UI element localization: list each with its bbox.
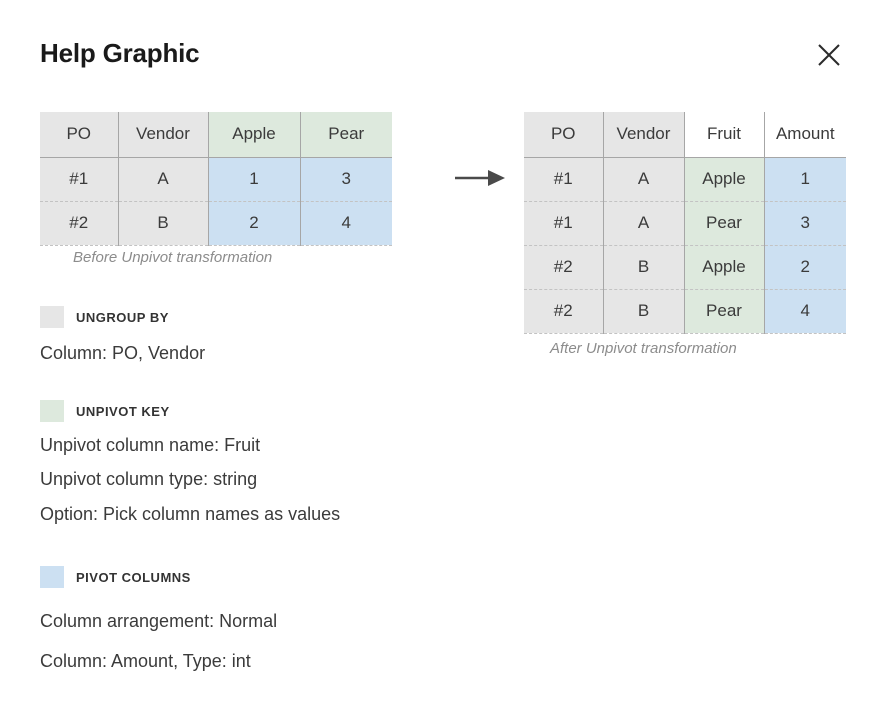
table-header-row: PO Vendor Apple Pear — [40, 112, 392, 158]
column-header-po: PO — [524, 112, 604, 158]
column-header-vendor: Vendor — [603, 112, 685, 158]
cell-po: #1 — [524, 157, 604, 201]
column-header-apple: Apple — [208, 112, 301, 158]
cell-amount: 3 — [764, 200, 846, 245]
cell-pear: 4 — [300, 200, 392, 246]
legend-ungroup-by: UNGROUP BY — [40, 306, 169, 328]
cell-amount: 1 — [764, 157, 846, 201]
cell-fruit: Pear — [684, 288, 765, 334]
unpivot-key-detail-1: Unpivot column name: Fruit — [40, 435, 261, 455]
column-header-pear: Pear — [300, 112, 392, 158]
cell-amount: 4 — [764, 288, 846, 334]
unpivot-key-detail-2: Unpivot column type: string — [40, 469, 258, 489]
table-row: #1 A Apple 1 — [524, 157, 846, 201]
after-unpivot-table: PO Vendor Fruit Amount #1 A Apple 1 #1 A… — [524, 112, 846, 334]
pivot-columns-detail-1: Column arrangement: Normal — [40, 611, 278, 631]
before-unpivot-table: PO Vendor Apple Pear #1 A 1 3 #2 B 2 4 — [40, 112, 392, 246]
cell-pear: 3 — [300, 157, 392, 201]
cell-po: #1 — [40, 157, 119, 201]
cell-po: #2 — [524, 244, 604, 289]
column-header-amount: Amount — [764, 112, 846, 158]
table-row: #2 B 2 4 — [40, 200, 392, 246]
cell-vendor: B — [118, 200, 209, 246]
cell-apple: 1 — [208, 157, 301, 201]
cell-apple: 2 — [208, 200, 301, 246]
cell-fruit: Pear — [684, 200, 765, 245]
before-table-caption: Before Unpivot transformation — [73, 249, 273, 266]
ungroup-by-title: UNGROUP BY — [76, 309, 169, 325]
cell-vendor: A — [603, 157, 685, 201]
arrow-right-icon — [455, 170, 505, 186]
table-header-row: PO Vendor Fruit Amount — [524, 112, 846, 158]
cell-po: #2 — [40, 200, 119, 246]
cell-fruit: Apple — [684, 157, 765, 201]
table-row: #1 A 1 3 — [40, 157, 392, 201]
ungroup-by-color-swatch — [40, 306, 64, 328]
cell-po: #1 — [524, 200, 604, 245]
table-row: #2 B Apple 2 — [524, 244, 846, 289]
cell-vendor: B — [603, 244, 685, 289]
after-table-caption: After Unpivot transformation — [550, 340, 737, 357]
pivot-columns-title: PIVOT COLUMNS — [76, 569, 191, 585]
cell-vendor: B — [603, 288, 685, 334]
column-header-vendor: Vendor — [118, 112, 209, 158]
close-button[interactable] — [812, 38, 846, 72]
page-title: Help Graphic — [40, 38, 200, 68]
cell-po: #2 — [524, 288, 604, 334]
ungroup-by-detail-1: Column: PO, Vendor — [40, 343, 206, 363]
unpivot-key-detail-3: Option: Pick column names as values — [40, 504, 341, 524]
cell-amount: 2 — [764, 244, 846, 289]
table-row: #2 B Pear 4 — [524, 288, 846, 334]
column-header-fruit: Fruit — [684, 112, 765, 158]
pivot-columns-color-swatch — [40, 566, 64, 588]
pivot-columns-detail-2: Column: Amount, Type: int — [40, 651, 251, 671]
table-row: #1 A Pear 3 — [524, 200, 846, 245]
unpivot-key-title: UNPIVOT KEY — [76, 403, 170, 419]
cell-fruit: Apple — [684, 244, 765, 289]
unpivot-key-color-swatch — [40, 400, 64, 422]
cell-vendor: A — [603, 200, 685, 245]
legend-unpivot-key: UNPIVOT KEY — [40, 400, 170, 422]
close-icon — [818, 44, 840, 66]
cell-vendor: A — [118, 157, 209, 201]
transformation-arrow — [455, 168, 507, 193]
column-header-po: PO — [40, 112, 119, 158]
legend-pivot-columns: PIVOT COLUMNS — [40, 566, 191, 588]
